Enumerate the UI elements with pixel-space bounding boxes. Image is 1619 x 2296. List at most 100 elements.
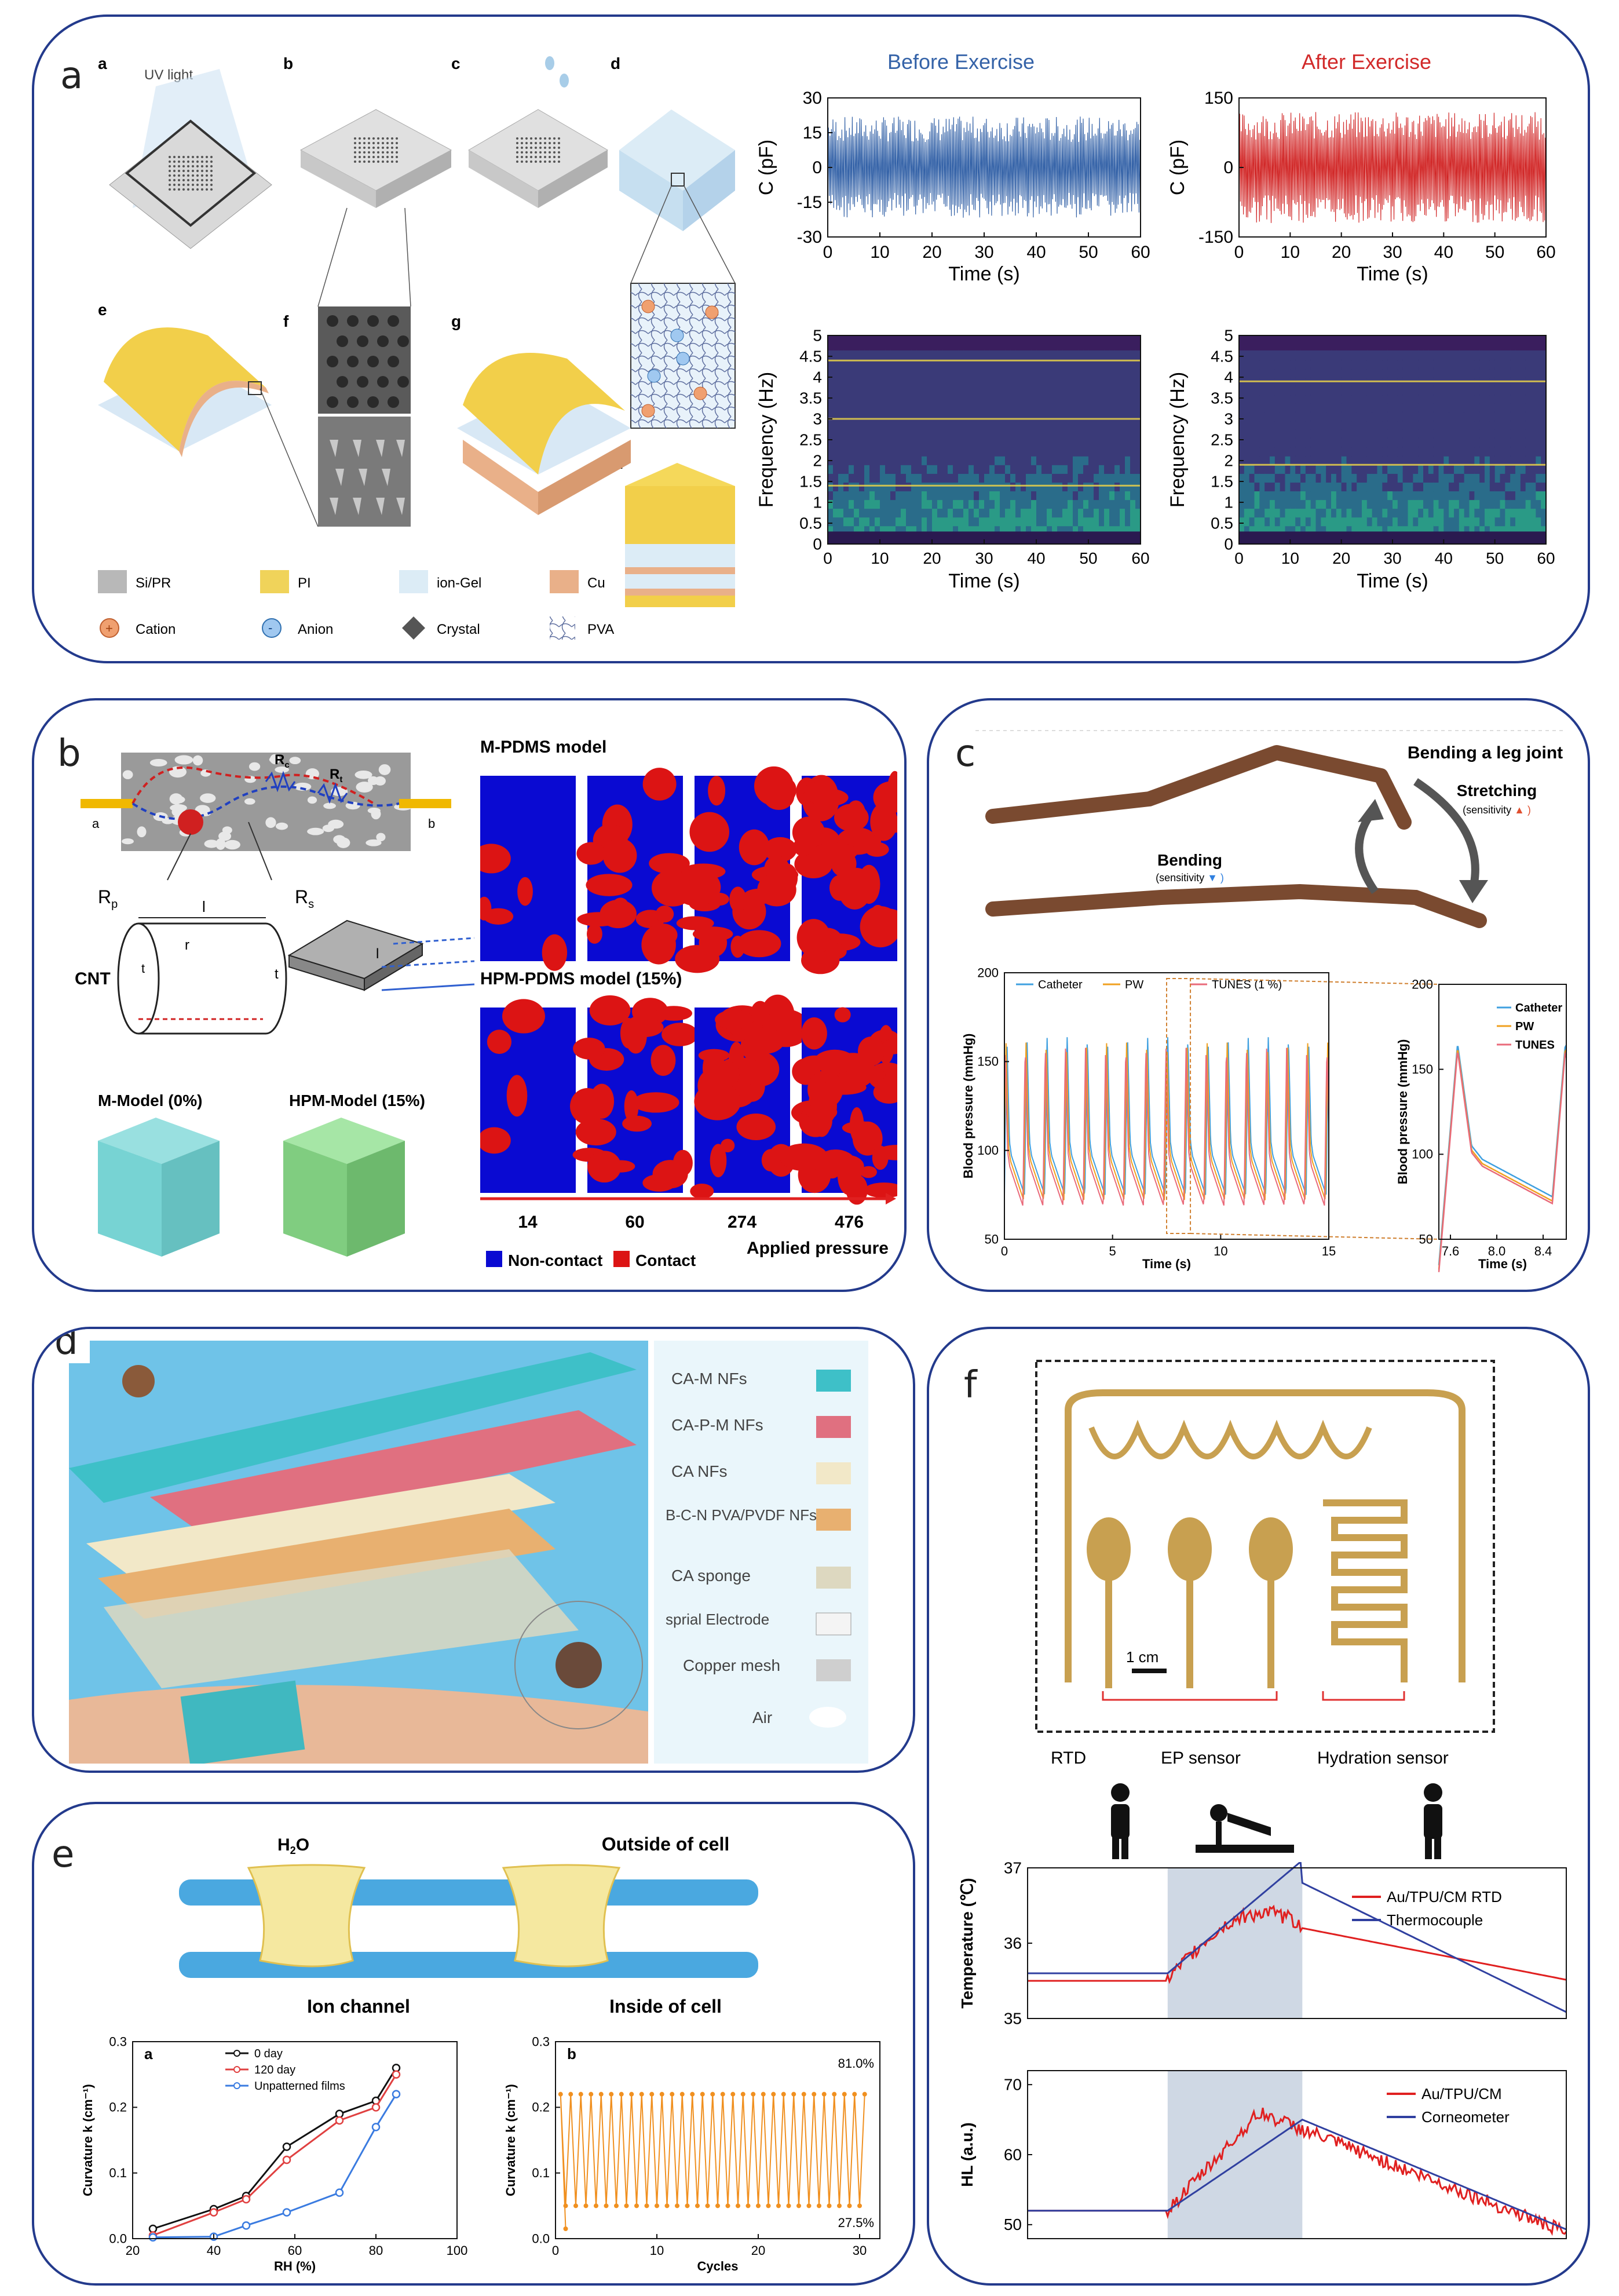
spectrogram-cell <box>1377 498 1383 509</box>
spectrogram-cell <box>969 429 974 439</box>
sem-pillars <box>330 440 405 515</box>
spectrogram-cell <box>1351 472 1358 483</box>
spectrogram-cell <box>995 498 1000 509</box>
spectrogram-cell <box>1120 403 1125 413</box>
spectrogram-cell <box>1031 446 1037 457</box>
spectrogram-cell <box>1274 507 1281 518</box>
spectrogram-cell <box>911 367 917 378</box>
spectrogram-cell <box>1336 498 1342 509</box>
spectrogram-cell <box>1315 455 1322 465</box>
spectrogram-cell <box>1315 472 1322 483</box>
spectrogram-cell <box>1015 403 1021 413</box>
spectrogram-cell <box>1541 411 1547 422</box>
spectrogram-cell <box>901 429 907 439</box>
spectrogram-cell <box>1438 367 1445 378</box>
spectrogram-cell <box>1510 394 1516 404</box>
cycles-point <box>766 2203 771 2209</box>
spectrogram-cell <box>953 524 959 535</box>
spectrogram-cell <box>1264 367 1270 378</box>
spectrogram-cell <box>1010 394 1016 404</box>
spectrogram-cell <box>1326 472 1332 483</box>
spectrogram-cell <box>1443 490 1450 501</box>
spectrogram-cell <box>1114 446 1120 457</box>
spectrogram-cell <box>958 350 964 361</box>
spectrogram-cell <box>1469 437 1475 448</box>
spectrogram-cell <box>1443 472 1450 483</box>
spectrogram-cell <box>1485 455 1490 465</box>
spectrogram-cell <box>1479 359 1485 370</box>
spectrogram-cell <box>916 350 922 361</box>
contact-map-hpm-476 <box>780 1007 897 1205</box>
spectrogram-cell <box>1315 490 1322 501</box>
spectrogram-cell <box>1423 446 1429 457</box>
spectrogram-cell <box>854 403 860 413</box>
spectrogram-cell <box>849 463 854 474</box>
spectrogram-cell <box>1449 420 1454 430</box>
spectrogram-cell <box>916 455 922 465</box>
spectrogram-cell <box>1393 411 1398 422</box>
pore <box>122 770 133 779</box>
y-tick-label: 0.0 <box>532 2231 550 2246</box>
spectrogram-cell <box>1428 403 1434 413</box>
spectrogram-cell <box>974 437 980 448</box>
spectrogram-cell <box>1408 472 1414 483</box>
rh-legend-label: Unpatterned films <box>254 2080 345 2093</box>
spectrogram-cell <box>1026 498 1032 509</box>
spectrogram-cell <box>1485 437 1490 448</box>
spectrogram-cell <box>1541 446 1547 457</box>
spectrogram-cell <box>1525 350 1532 361</box>
spectrogram-cell <box>1530 455 1537 465</box>
spectrogram-cell <box>995 350 1000 361</box>
spectrogram-cell <box>1052 403 1058 413</box>
spectrogram-cell <box>953 490 959 501</box>
contact-patch <box>736 1114 776 1141</box>
spectrogram-cell <box>1418 350 1424 361</box>
spectrogram-cell <box>1270 385 1276 396</box>
spectrogram-cell <box>1366 359 1373 370</box>
spectrogram-cell <box>1047 394 1052 404</box>
spectrogram-cell <box>1321 507 1327 518</box>
spectrogram-cell <box>1295 463 1301 474</box>
spectrogram-cell <box>916 429 922 439</box>
spectrogram-cell <box>864 455 870 465</box>
spectrogram-cell <box>1125 359 1131 370</box>
spectrogram-cell <box>1005 350 1011 361</box>
spectrogram-cell <box>916 367 922 378</box>
spectrogram-cell <box>974 490 980 501</box>
spectrogram-cell <box>1485 481 1490 492</box>
spectrogram-cell <box>1264 516 1270 527</box>
x-axis-label: RH (%) <box>274 2259 316 2273</box>
spectrogram-cell <box>896 420 901 430</box>
spectrogram-cell <box>922 394 927 404</box>
spectrogram-cell <box>1078 411 1084 422</box>
spectrogram-cell <box>1515 507 1521 518</box>
spectrogram-cell <box>1387 350 1393 361</box>
spectrogram-cell <box>1052 498 1058 509</box>
spectrogram-cell <box>1036 377 1042 387</box>
spectrogram-cell <box>1489 420 1496 430</box>
spectrogram-cell <box>1047 472 1052 483</box>
spectrogram-cell <box>1362 437 1368 448</box>
pressure-label: 60 <box>625 1213 644 1232</box>
spectrogram-cell <box>1264 350 1270 361</box>
y-axis-label: Blood pressure (mmHg) <box>1395 1039 1410 1185</box>
spectrogram-cell <box>1464 429 1470 439</box>
y-tick-label: 2 <box>813 451 822 469</box>
spectrogram-cell <box>942 350 948 361</box>
spectrogram-cell <box>1068 394 1073 404</box>
spectrogram-cell <box>1402 429 1409 439</box>
cycles-point <box>771 2091 776 2097</box>
spectrogram-cell <box>869 472 875 483</box>
spectrogram-cell <box>1449 446 1454 457</box>
spectrogram-cell <box>1485 429 1490 439</box>
zoom-region <box>1166 978 1192 1234</box>
spectrogram-cell <box>1021 472 1026 483</box>
spectrogram-cell <box>1135 420 1141 430</box>
spectrogram-cell <box>828 350 834 361</box>
spectrogram-cell <box>890 490 896 501</box>
spectrogram-cell <box>963 385 969 396</box>
spectrogram-cell <box>1346 481 1353 492</box>
spectrogram-cell <box>1120 411 1125 422</box>
spectrogram-cell <box>1300 359 1306 370</box>
spectrogram-cell <box>1057 507 1063 518</box>
